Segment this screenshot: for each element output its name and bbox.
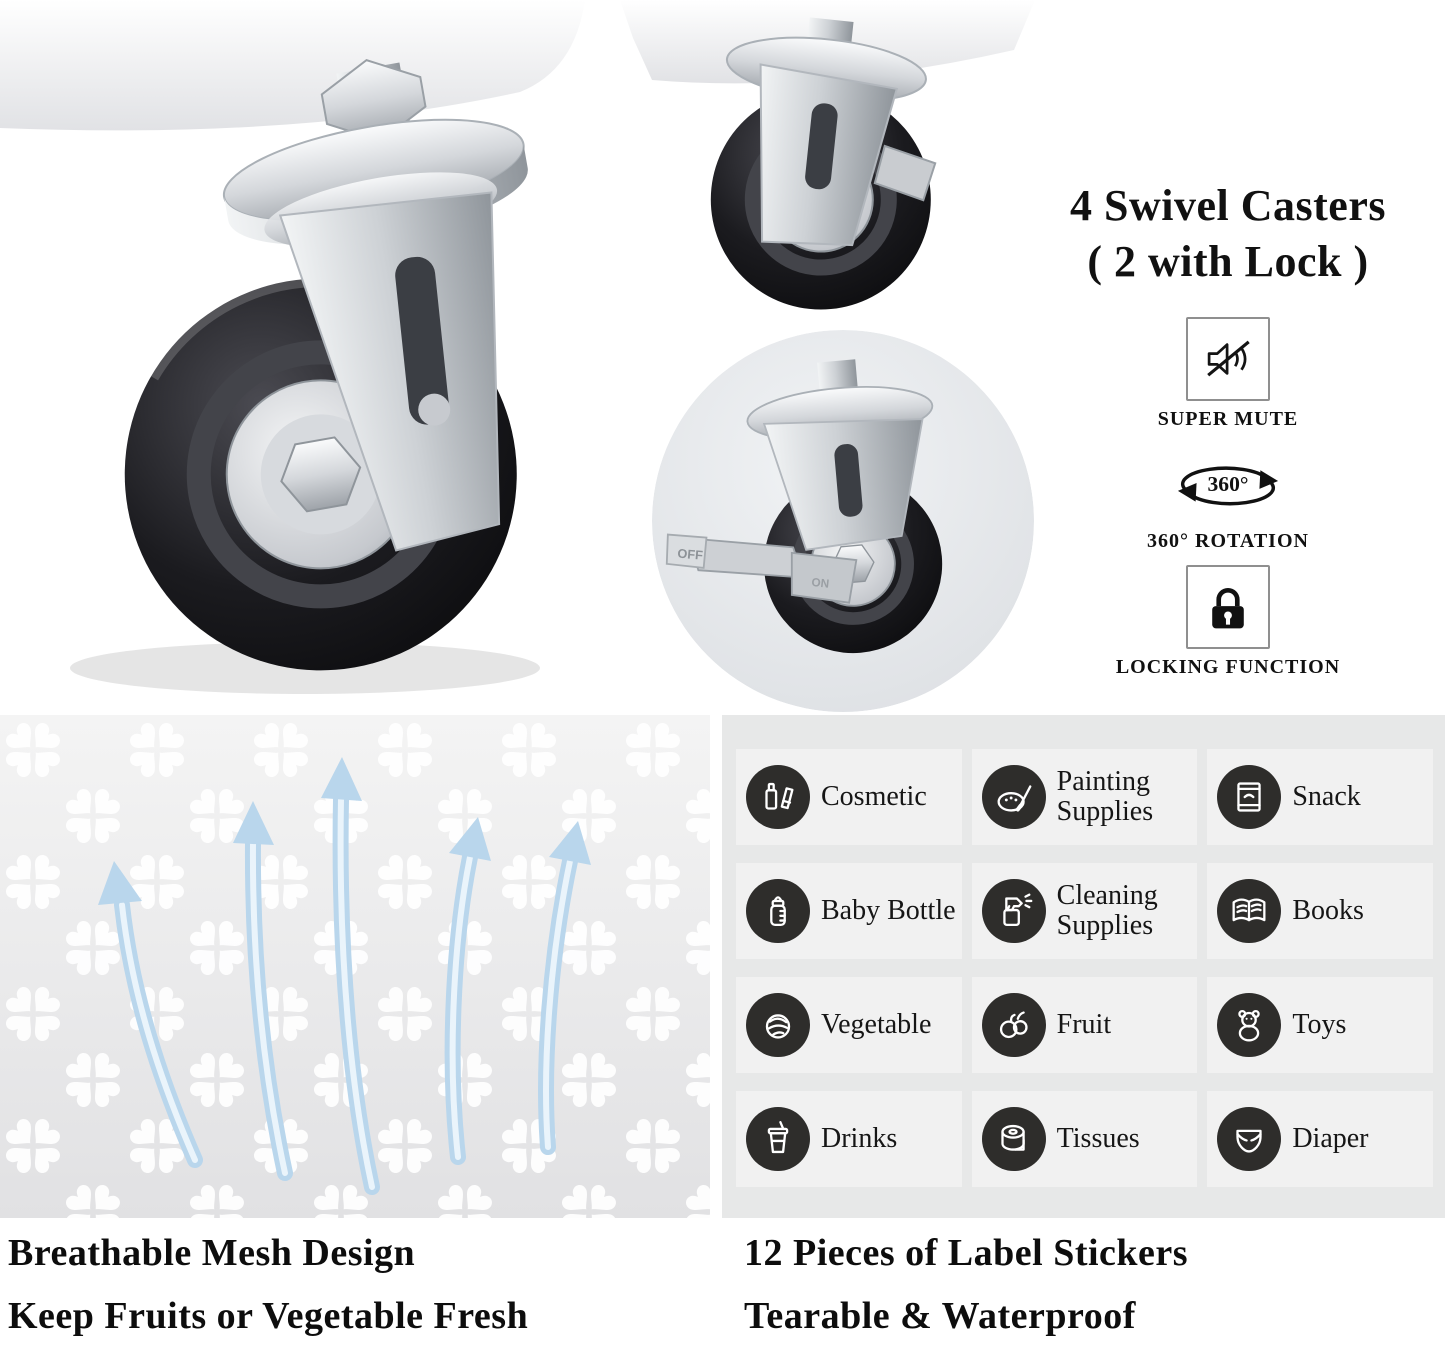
title-line-2: ( 2 with Lock ) — [1087, 237, 1369, 287]
sticker-item-books: Books — [1207, 863, 1433, 959]
casters-photo-section: OFF ON 4 Swivel Casters ( 2 with Lock ) — [0, 0, 1430, 712]
baby-bottle-icon — [746, 879, 810, 943]
second-swivel-caster — [710, 17, 937, 310]
stickers-caption-line-2: Tearable & Waterproof — [744, 1294, 1136, 1337]
books-icon — [1217, 879, 1282, 943]
muted-speaker-icon — [1185, 316, 1270, 401]
large-swivel-caster — [124, 59, 528, 671]
feature-list: SUPER MUTE 360° 360° ROTATION — [1026, 316, 1430, 691]
sticker-item-cosmetic: Cosmetic — [736, 749, 962, 845]
sticker-item-baby-bottle: Baby Bottle — [736, 863, 962, 959]
feature-locking-function: LOCKING FUNCTION — [1115, 564, 1341, 679]
sticker-label: Cleaning Supplies — [1056, 879, 1158, 941]
stickers-caption-line-1: 12 Pieces of Label Stickers — [744, 1232, 1189, 1274]
brake-pedal — [873, 144, 937, 202]
lever-on-label: ON — [811, 575, 830, 591]
painting-supplies-icon — [981, 765, 1046, 829]
snack-icon — [1217, 765, 1282, 829]
rotation-degree-text: 360° — [1207, 471, 1248, 495]
mesh-caption-line-1: Breathable Mesh Design — [8, 1232, 416, 1274]
cart-bottom-panel — [0, 0, 585, 131]
mesh-caption-line-2: Keep Fruits or Vegetable Fresh — [8, 1294, 529, 1337]
tissues-icon — [981, 1107, 1046, 1171]
feature-label-locking-function: LOCKING FUNCTION — [1115, 655, 1341, 678]
feature-label-360-rotation: 360° ROTATION — [1147, 529, 1309, 552]
lower-panels: Cosmetic Painting Supplies Snack Baby Bo… — [0, 715, 1445, 1218]
diaper-icon — [1217, 1107, 1282, 1171]
breathable-mesh-panel — [0, 715, 710, 1218]
sticker-label: Drinks — [821, 1122, 898, 1154]
cosmetic-icon — [746, 765, 810, 829]
header-column: 4 Swivel Casters ( 2 with Lock ) — [1026, 178, 1430, 691]
sticker-label: Cosmetic — [821, 780, 927, 812]
label-stickers-panel: Cosmetic Painting Supplies Snack Baby Bo… — [722, 715, 1445, 1218]
sticker-item-fruit: Fruit — [971, 977, 1198, 1073]
fruit-icon — [981, 993, 1046, 1057]
title-line-1: 4 Swivel Casters — [1070, 181, 1386, 230]
sticker-item-diaper: Diaper — [1207, 1091, 1433, 1187]
sticker-item-painting-supplies: Painting Supplies — [971, 749, 1198, 845]
sticker-label: Baby Bottle — [821, 894, 956, 926]
locking-caster: OFF ON — [665, 359, 943, 654]
rotation-360-icon: 360° — [1170, 443, 1286, 523]
toys-icon — [1217, 993, 1282, 1057]
bottom-captions: Breathable Mesh Design Keep Fruits or Ve… — [0, 1218, 1445, 1357]
mesh-caption: Breathable Mesh Design Keep Fruits or Ve… — [8, 1222, 528, 1347]
sticker-item-vegetable: Vegetable — [736, 977, 962, 1073]
sticker-grid: Cosmetic Painting Supplies Snack Baby Bo… — [736, 749, 1433, 1187]
feature-360-rotation: 360° 360° ROTATION — [1147, 443, 1309, 553]
product-feature-title: 4 Swivel Casters ( 2 with Lock ) — [1026, 178, 1430, 291]
airflow-arrows — [98, 757, 591, 1195]
sticker-item-toys: Toys — [1207, 977, 1433, 1073]
sticker-label: Books — [1292, 894, 1364, 926]
feature-label-super-mute: SUPER MUTE — [1157, 407, 1299, 430]
brake-pedal — [790, 551, 858, 604]
sticker-label: Painting Supplies — [1056, 765, 1154, 827]
vegetable-icon — [746, 993, 810, 1057]
sticker-item-tissues: Tissues — [971, 1091, 1198, 1187]
cleaning-supplies-icon — [981, 879, 1046, 943]
padlock-icon — [1185, 564, 1270, 649]
caster-photo — [0, 0, 1035, 694]
lever-off-label: OFF — [677, 546, 704, 563]
feature-super-mute: SUPER MUTE — [1157, 316, 1299, 431]
sticker-item-cleaning-supplies: Cleaning Supplies — [971, 863, 1198, 959]
sticker-label: Vegetable — [821, 1008, 932, 1040]
sticker-label: Toys — [1292, 1008, 1347, 1040]
sticker-item-drinks: Drinks — [736, 1091, 962, 1187]
sticker-item-snack: Snack — [1207, 749, 1433, 845]
lock-caster-inset-photo: OFF ON — [652, 330, 1034, 712]
sticker-label: Fruit — [1056, 1008, 1112, 1040]
sticker-label: Snack — [1292, 780, 1361, 812]
sticker-label: Diaper — [1292, 1122, 1369, 1154]
sticker-label: Tissues — [1056, 1122, 1140, 1154]
stickers-caption: 12 Pieces of Label Stickers Tearable & W… — [744, 1222, 1188, 1347]
drinks-icon — [746, 1107, 810, 1171]
